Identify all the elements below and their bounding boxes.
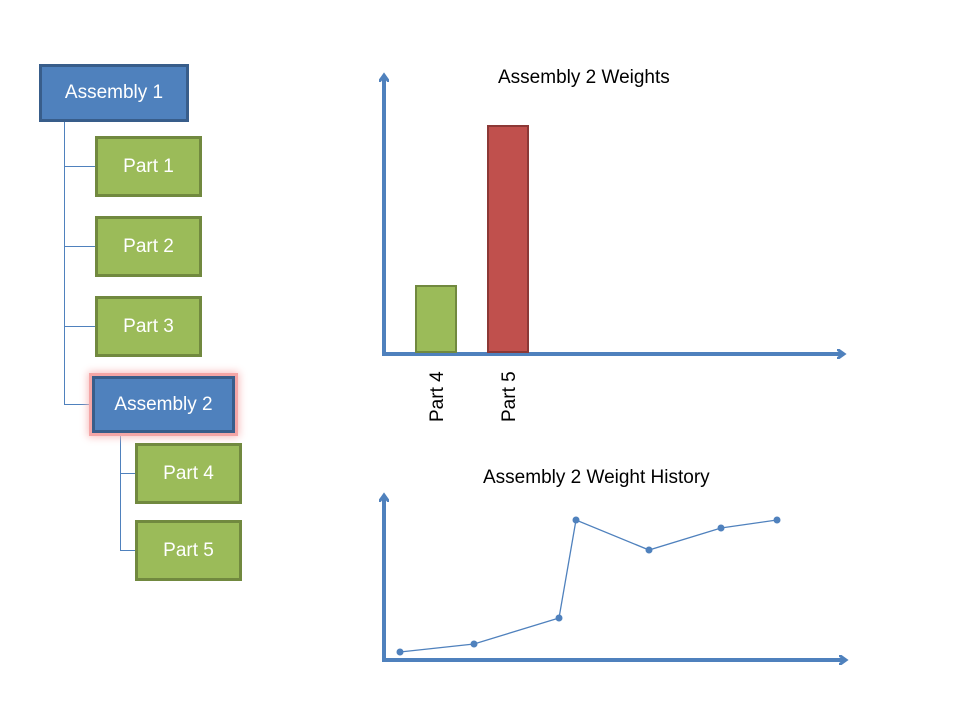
line-chart-title: Assembly 2 Weight History — [483, 467, 710, 488]
data-point — [396, 648, 404, 656]
tree-connector — [64, 326, 96, 327]
node-label: Part 2 — [123, 235, 174, 257]
bar-chart-title: Assembly 2 Weights — [498, 67, 670, 88]
bar-part-5 — [487, 125, 529, 353]
tree-connector — [64, 404, 92, 405]
tree-connector — [64, 166, 96, 167]
tree-node-part-1[interactable]: Part 1 — [95, 136, 202, 197]
node-label: Part 3 — [123, 315, 174, 337]
node-label: Part 5 — [163, 539, 214, 561]
tree-node-assembly-2[interactable]: Assembly 2 — [92, 376, 235, 433]
bar-part-4 — [415, 285, 457, 353]
series-line — [399, 519, 778, 653]
node-label: Part 4 — [163, 462, 214, 484]
node-label: Part 1 — [123, 155, 174, 177]
data-point — [773, 516, 781, 524]
line-chart — [382, 496, 845, 660]
tree-connector — [120, 473, 136, 474]
tree-connector — [120, 432, 121, 550]
tree-node-part-5[interactable]: Part 5 — [135, 520, 242, 581]
node-label: Assembly 1 — [64, 82, 164, 103]
tree-node-part-3[interactable]: Part 3 — [95, 296, 202, 357]
data-point — [470, 640, 478, 648]
data-point — [645, 546, 653, 554]
tree-node-part-4[interactable]: Part 4 — [135, 443, 242, 504]
tree-connector — [120, 550, 136, 551]
data-point — [717, 524, 725, 532]
x-tick-label: Part 4 — [427, 371, 448, 422]
node-label: Assembly 2 — [114, 393, 213, 415]
x-tick-label: Part 5 — [499, 371, 520, 422]
tree-node-part-2[interactable]: Part 2 — [95, 216, 202, 277]
tree-connector — [64, 246, 96, 247]
data-point — [555, 614, 563, 622]
tree-node-assembly-1[interactable]: Assembly 1 — [39, 64, 189, 122]
bar-chart: Part 4 Part 5 — [382, 76, 843, 422]
tree-connector — [64, 120, 65, 404]
data-point — [572, 516, 580, 524]
